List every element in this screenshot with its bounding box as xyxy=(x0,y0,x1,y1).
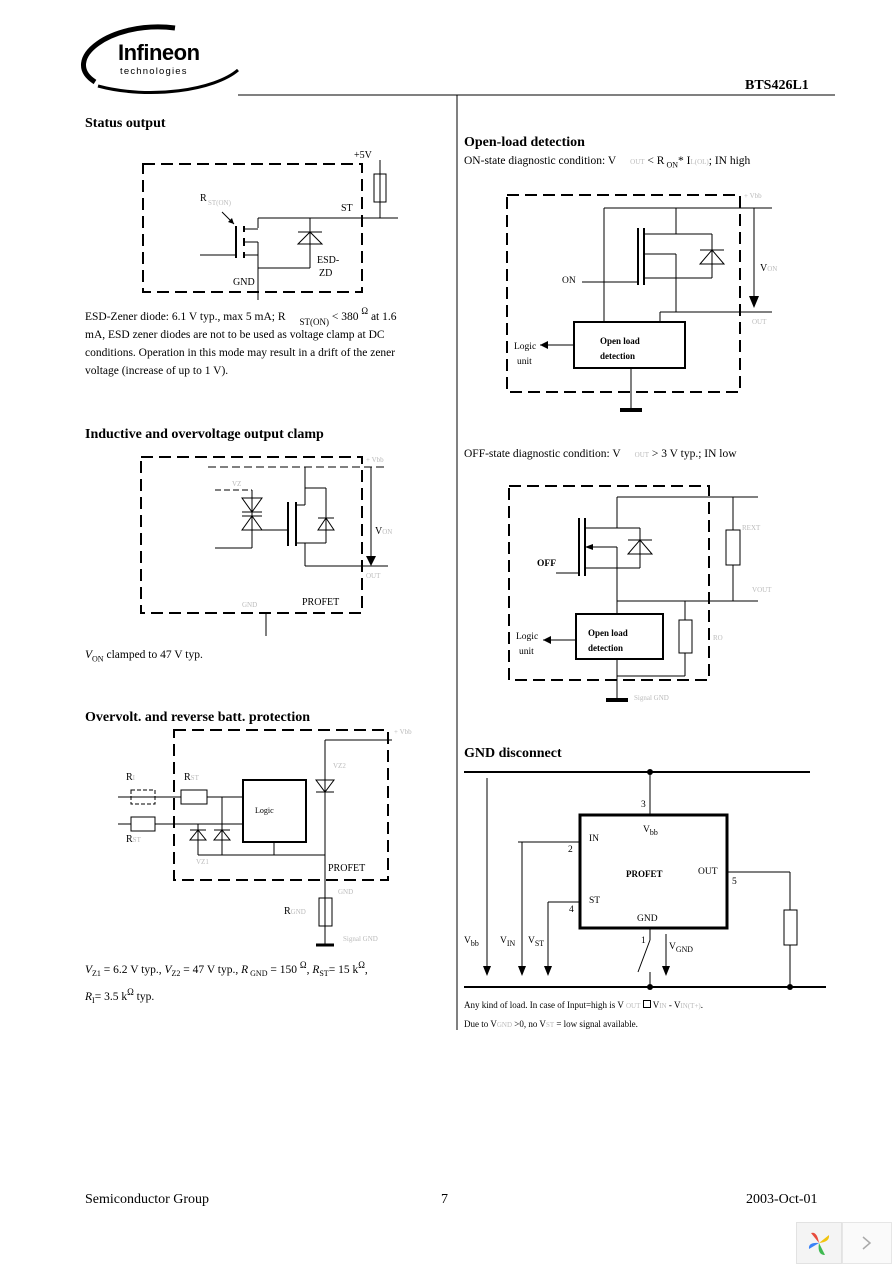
gnd-vbb-label: Vbb xyxy=(464,936,479,948)
gnd-pin2-label: 2 xyxy=(568,845,573,855)
gnd-note2: Due to VGND >0, no VST = low signal avai… xyxy=(464,1019,638,1029)
status-output-title: Status output xyxy=(85,116,166,131)
clamp-profet-label: PROFET xyxy=(302,597,340,608)
overvolt-gnd-label: GND xyxy=(338,888,354,896)
offstate-ro-label: RO xyxy=(713,634,723,642)
gnd-chip-vbb-label: Vbb xyxy=(643,825,658,837)
overvolt-profet-label: PROFET xyxy=(328,863,366,874)
clamp-schematic xyxy=(140,456,388,636)
gnd-chip-profet-label: PROFET xyxy=(626,869,663,879)
offstate-signal-gnd-label: Signal GND xyxy=(634,694,669,702)
overvolt-note: VZ1 = 6.2 V typ., VZ2 = 47 V typ., R GND… xyxy=(85,960,368,1006)
infineon-logo xyxy=(81,24,835,1030)
pinwheel-icon xyxy=(808,1232,830,1255)
openload-title: Open-load detection xyxy=(464,135,585,150)
gnd-chip-out-label: OUT xyxy=(698,867,718,877)
overvolt-schematic xyxy=(118,729,392,947)
gnd-pin3-label: 3 xyxy=(641,800,646,810)
logo-subtitle: technologies xyxy=(120,66,188,77)
overvolt-vbb-label: + Vbb xyxy=(394,728,412,736)
openload-vbb-label: + Vbb xyxy=(744,192,762,200)
chevron-right-icon xyxy=(862,1236,872,1250)
clamp-out-label: OUT xyxy=(366,572,381,580)
gnd-vin-label: VIN xyxy=(500,936,516,948)
gnd-vgnd-label: VGND xyxy=(669,942,694,954)
logo-name: Infineon xyxy=(118,40,200,65)
gnd-chip-gnd-label: GND xyxy=(637,914,658,924)
gnd-pin5-label: 5 xyxy=(732,877,737,887)
next-page-button[interactable] xyxy=(842,1222,892,1264)
gnd-note1: Any kind of load. In case of Input=high … xyxy=(464,1000,703,1010)
footer-company: Semiconductor Group xyxy=(85,1192,210,1207)
openload-schematic xyxy=(506,194,772,412)
offstate-vout-label: VOUT xyxy=(752,586,772,594)
overvolt-vz2-label: VZ2 xyxy=(333,762,346,770)
gnd-chip-st-label: ST xyxy=(589,896,601,906)
status-gnd-label: GND xyxy=(233,277,255,288)
overvolt-vz1-label: VZ1 xyxy=(196,858,209,866)
offstate-rext-label: REXT xyxy=(742,524,761,532)
status-st-label: ST xyxy=(341,203,353,214)
part-number: BTS426L1 xyxy=(745,78,809,93)
openload-von-label: VON xyxy=(760,263,778,274)
offstate-off-label: OFF xyxy=(537,559,556,569)
offstate-schematic xyxy=(508,485,758,702)
gnd-pin4-label: 4 xyxy=(569,905,574,915)
overvolt-rst-label: RST xyxy=(184,772,199,783)
openload-out-label: OUT xyxy=(752,318,767,326)
status-r-label: R xyxy=(200,193,207,204)
gnd-chip-in-label: IN xyxy=(589,834,600,844)
overvolt-logic-label: Logic xyxy=(255,806,274,815)
openload-on-label: ON xyxy=(562,276,576,286)
clamp-title: Inductive and overvoltage output clamp xyxy=(85,427,324,442)
gnd-disconnect-title: GND disconnect xyxy=(464,746,562,761)
footer-date: 2003-Oct-01 xyxy=(746,1192,818,1207)
clamp-note: VON clamped to 47 V typ. xyxy=(85,649,203,664)
gnd-vst-label: VST xyxy=(528,936,545,948)
overvolt-signal-gnd-label: Signal GND xyxy=(343,935,378,943)
footer-page-number: 7 xyxy=(441,1192,448,1207)
gnd-pin1-label: 1 xyxy=(641,936,646,946)
status-r-sub: ST(ON) xyxy=(208,199,231,207)
overvolt-title: Overvolt. and reverse batt. protection xyxy=(85,710,310,725)
status-output-schematic xyxy=(142,160,398,300)
overvolt-rst2-label: RST xyxy=(126,834,141,845)
clamp-von-label: VON xyxy=(375,526,393,537)
status-5v-label: +5V xyxy=(354,150,372,161)
overvolt-rgnd-label: RGND xyxy=(284,906,306,917)
overvolt-ri-label: RI xyxy=(126,772,136,783)
status-text: ESD-Zener diode: 6.1 V typ., max 5 mA; R… xyxy=(85,306,397,377)
viewer-logo-button[interactable] xyxy=(796,1222,842,1264)
clamp-vbb-label: + Vbb xyxy=(366,456,384,464)
clamp-vz-label: VZ xyxy=(232,480,242,488)
status-zd-label: ZD xyxy=(319,268,333,279)
clamp-gnd-label: GND xyxy=(242,601,258,609)
status-esd-label: ESD- xyxy=(317,255,340,266)
gnd-disconnect-schematic xyxy=(464,769,826,990)
